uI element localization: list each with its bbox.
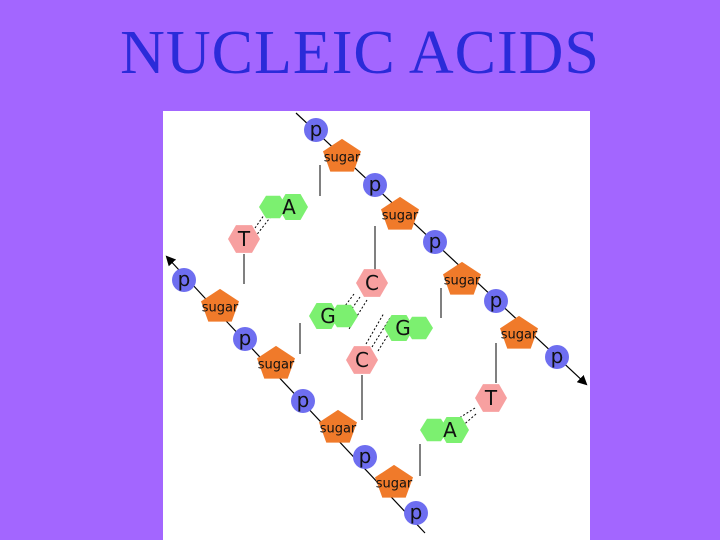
pyrimidine-base <box>346 346 378 374</box>
slide-title: NUCLEIC ACIDS <box>120 19 600 87</box>
sugar-label: sugar <box>202 301 239 316</box>
purine-label: G <box>320 304 336 328</box>
phosphate-label: p <box>429 229 442 253</box>
purine-ring <box>439 417 469 443</box>
sugar-pentagon <box>319 409 357 443</box>
hydrogen-bond <box>341 296 361 324</box>
phosphate-circle <box>484 289 508 313</box>
phosphate-label: p <box>178 267 191 291</box>
phosphate-label: p <box>239 326 252 350</box>
pyrimidine-base <box>356 269 388 297</box>
phosphate-label: p <box>297 388 310 412</box>
sugar-pentagon <box>443 261 481 295</box>
phosphate-circle <box>291 389 315 413</box>
phosphate-label: p <box>310 117 323 141</box>
purine-label: A <box>443 418 457 442</box>
purine-label: A <box>282 195 296 219</box>
sugar-label: sugar <box>382 209 419 224</box>
purine-ring <box>278 194 308 220</box>
sugar-label: sugar <box>501 328 538 343</box>
purine-ring <box>420 418 448 442</box>
pyrimidine-label: C <box>355 348 369 372</box>
phosphate-circle <box>353 445 377 469</box>
phosphate-circle <box>172 268 196 292</box>
sugar-pentagon <box>201 288 239 322</box>
phosphate-circle <box>404 501 428 525</box>
purine-ring <box>309 303 339 329</box>
sugar-pentagon <box>375 464 413 498</box>
pyrimidine-label: T <box>237 227 251 251</box>
phosphate-circle <box>545 345 569 369</box>
pyrimidine-base <box>228 225 260 253</box>
sugar-label: sugar <box>444 274 481 289</box>
purine-ring <box>384 315 414 341</box>
sugar-pentagon <box>323 138 361 172</box>
phosphate-label: p <box>410 500 423 524</box>
phosphate-circle <box>363 173 387 197</box>
phosphate-label: p <box>359 444 372 468</box>
pyrimidine-base <box>475 384 507 412</box>
sugar-pentagon <box>381 196 419 230</box>
purine-ring <box>405 316 433 340</box>
purine-label: G <box>395 316 411 340</box>
phosphate-circle <box>423 230 447 254</box>
sugar-label: sugar <box>324 151 361 166</box>
phosphate-circle <box>233 327 257 351</box>
phosphate-label: p <box>490 288 503 312</box>
purine-ring <box>259 195 287 219</box>
sugar-pentagon <box>500 315 538 349</box>
sugar-pentagon <box>257 345 295 379</box>
sugar-label: sugar <box>376 477 413 492</box>
hydrogen-bond <box>365 312 385 345</box>
pyrimidine-label: T <box>484 386 498 410</box>
phosphate-label: p <box>551 344 564 368</box>
purine-ring <box>330 304 358 328</box>
phosphate-circle <box>304 118 328 142</box>
phosphate-label: p <box>369 172 382 196</box>
sugar-label: sugar <box>320 422 357 437</box>
pyrimidine-label: C <box>365 271 379 295</box>
sugar-label: sugar <box>258 358 295 373</box>
